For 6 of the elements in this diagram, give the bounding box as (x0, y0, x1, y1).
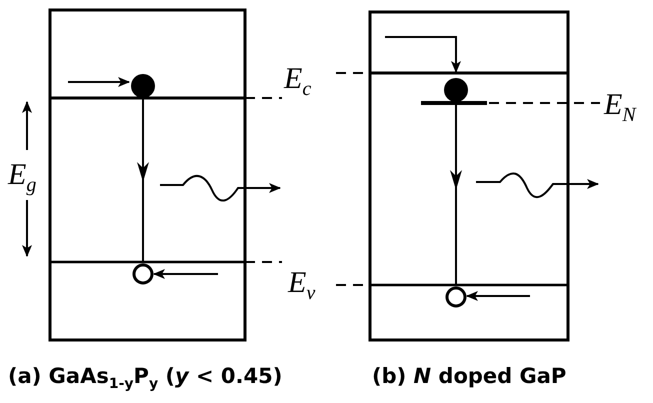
level-label: E$_{c}$ (284, 64, 312, 99)
panel-caption: (b) N doped GaP (372, 366, 566, 387)
level-label: E$_{N}$ (604, 90, 636, 125)
level-label: E$_{v}$ (288, 268, 316, 303)
gap-label: E$_{g}$ (8, 160, 36, 195)
panel-caption: (a) GaAs$_{1-y}$P$_{y}$ (y < 0.45) (8, 366, 282, 392)
